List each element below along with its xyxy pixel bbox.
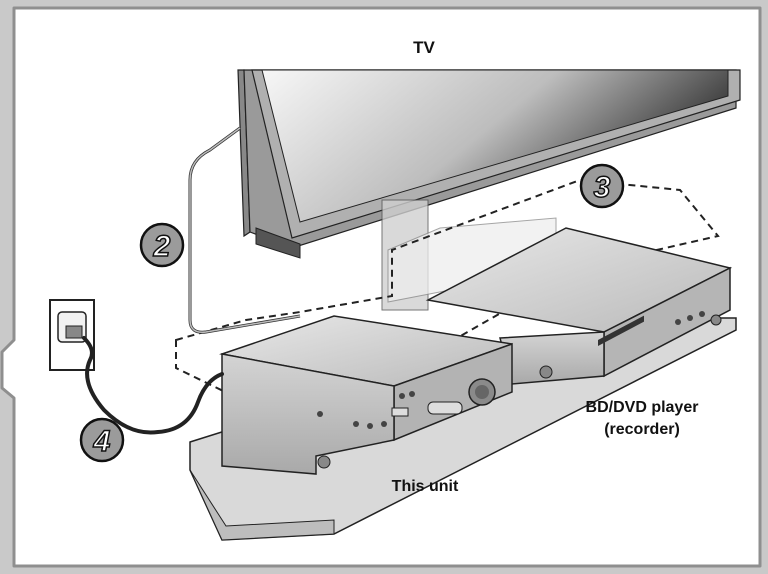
bd-dvd-player-label: BD/DVD player (recorder) [572,397,712,441]
av-receiver-icon [219,315,513,475]
hdmi-cable [188,126,301,334]
this-unit-label: This unit [391,478,459,495]
power-cable-icon [82,336,224,435]
tv-icon [237,69,741,311]
step-4-label: 4 [93,425,111,458]
step-4-marker: 4 [79,417,125,463]
step-2-label: 2 [153,230,171,263]
tv-label: TV [413,38,435,57]
bd-dvd-player-label-line1: BD/DVD player [585,399,699,416]
power-outlet-icon [49,299,95,371]
step-3-label: 3 [594,171,611,204]
bd-dvd-player-label-line2: (recorder) [604,421,680,438]
step-2-marker: 2 [139,222,185,268]
bd-dvd-player-icon [425,227,733,385]
step-3-marker: 3 [579,163,625,209]
